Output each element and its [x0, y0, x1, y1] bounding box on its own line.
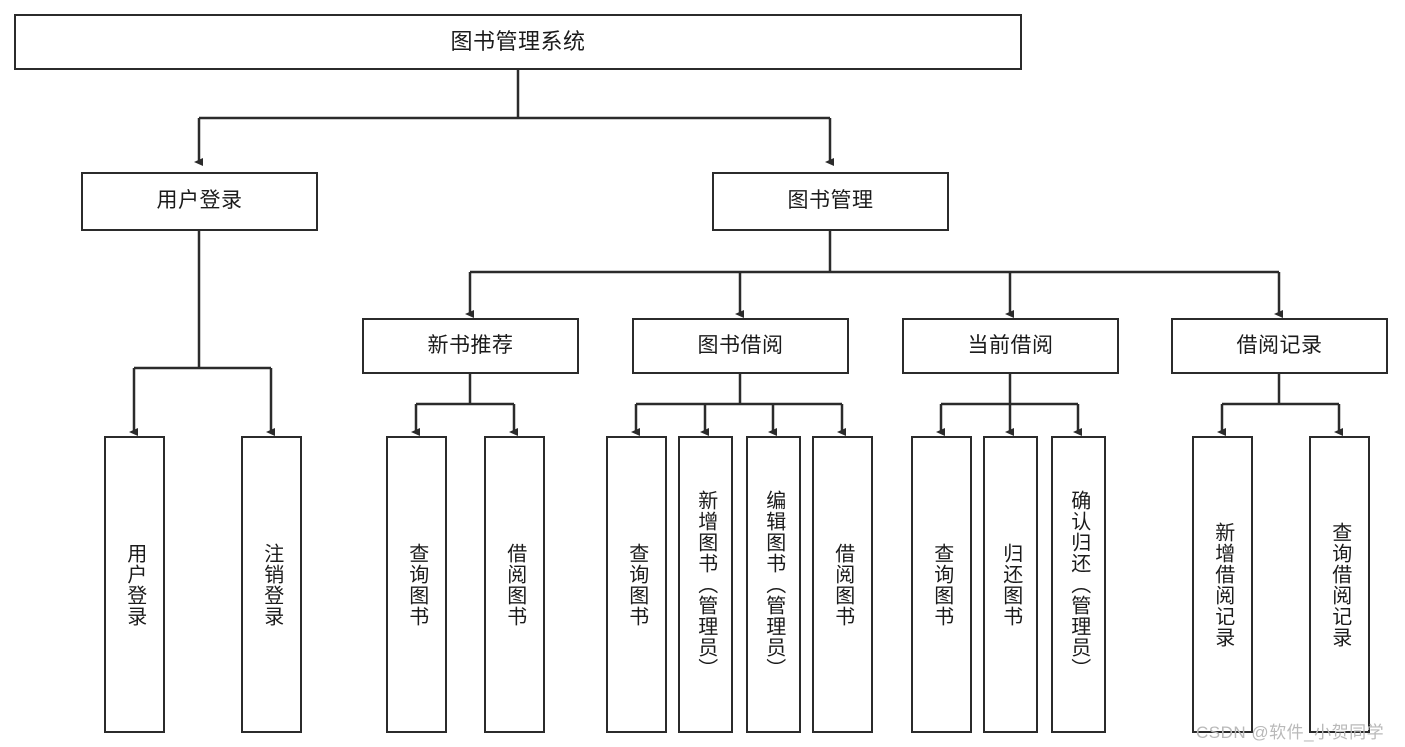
node-label: 新书推荐 [427, 333, 514, 357]
node-label: 图书借阅 [697, 333, 784, 357]
leaf-record-add-record[interactable]: 新增借阅记录 [1192, 436, 1253, 733]
node-label: 归还图书 [999, 542, 1022, 627]
node-label: 新增借阅记录 [1211, 521, 1234, 648]
node-label: 借阅记录 [1236, 333, 1323, 357]
node-label: 查询借阅记录 [1328, 521, 1351, 648]
leaf-user-login-signin[interactable]: 用户登录 [104, 436, 165, 733]
leaf-recommend-query-book[interactable]: 查询图书 [386, 436, 447, 733]
node-book-borrow[interactable]: 图书借阅 [632, 318, 849, 374]
node-label: 借阅图书 [503, 542, 526, 627]
node-label: 当前借阅 [967, 333, 1054, 357]
leaf-borrow-query-book[interactable]: 查询图书 [606, 436, 667, 733]
node-new-book-recommend[interactable]: 新书推荐 [362, 318, 579, 374]
leaf-recommend-borrow-book[interactable]: 借阅图书 [484, 436, 545, 733]
node-label: 查询图书 [625, 542, 648, 627]
node-borrow-record[interactable]: 借阅记录 [1171, 318, 1388, 374]
leaf-user-login-signout[interactable]: 注销登录 [241, 436, 302, 733]
node-label: 借阅图书 [831, 542, 854, 627]
leaf-current-query-book[interactable]: 查询图书 [911, 436, 972, 733]
node-book-management[interactable]: 图书管理 [712, 172, 949, 231]
node-label: 编辑图书（管理员） [762, 490, 785, 679]
csdn-watermark: CSDN @软件_小贺同学 [1196, 723, 1385, 742]
node-label: 查询图书 [930, 542, 953, 627]
node-current-borrow[interactable]: 当前借阅 [902, 318, 1119, 374]
node-label: 图书管理 [787, 189, 874, 213]
node-user-login[interactable]: 用户登录 [81, 172, 318, 231]
leaf-borrow-add-book-admin[interactable]: 新增图书（管理员） [678, 436, 733, 733]
node-label: 确认归还（管理员） [1067, 490, 1090, 679]
leaf-record-query-record[interactable]: 查询借阅记录 [1309, 436, 1370, 733]
node-label: 注销登录 [260, 542, 283, 627]
leaf-current-confirm-return-admin[interactable]: 确认归还（管理员） [1051, 436, 1106, 733]
node-label: 图书管理系统 [450, 29, 586, 55]
node-label: 新增图书（管理员） [694, 490, 717, 679]
node-label: 用户登录 [156, 189, 243, 213]
node-label: 用户登录 [123, 542, 146, 627]
leaf-borrow-edit-book-admin[interactable]: 编辑图书（管理员） [746, 436, 801, 733]
node-label: 查询图书 [405, 542, 428, 627]
leaf-borrow-borrow-book[interactable]: 借阅图书 [812, 436, 873, 733]
node-root-system[interactable]: 图书管理系统 [14, 14, 1022, 70]
leaf-current-return-book[interactable]: 归还图书 [983, 436, 1038, 733]
